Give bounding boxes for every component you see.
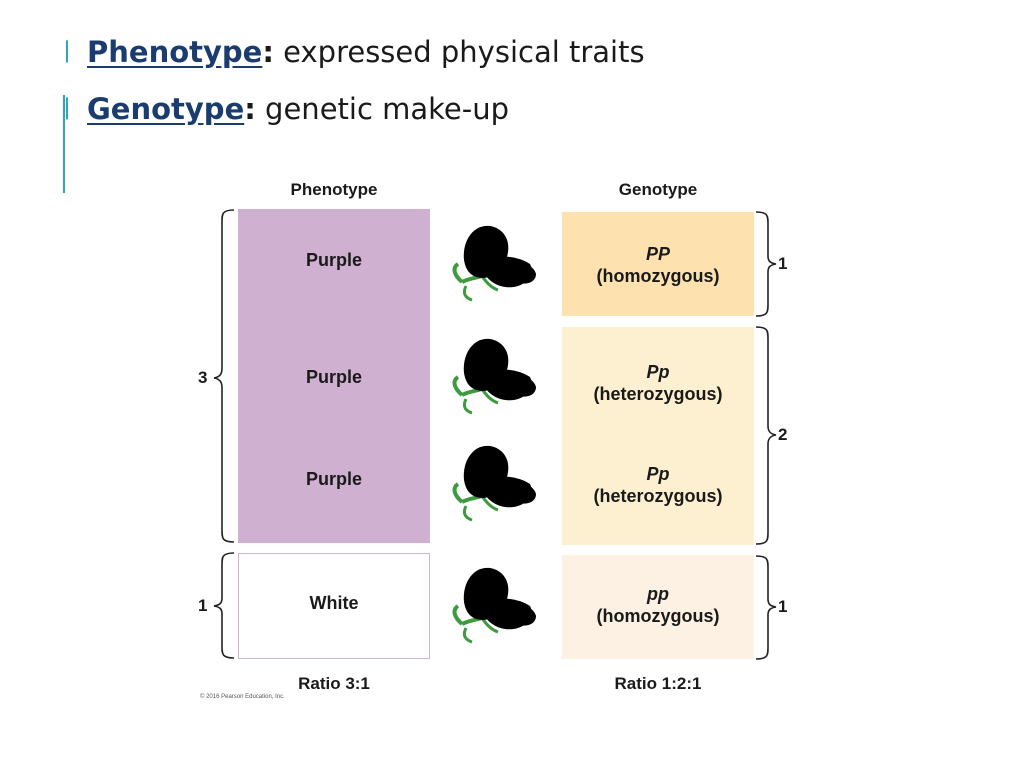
definition-genotype: genetic make-up	[255, 92, 509, 126]
genotype-label: Pp (heterozygous)	[562, 361, 754, 405]
genotype-symbol: Pp	[646, 362, 670, 382]
phenotype-purple-box	[238, 209, 430, 543]
purple-flower-icon	[452, 336, 538, 415]
copyright-notice: © 2016 Pearson Education, Inc.	[200, 694, 285, 700]
phenotype-count-label: 1	[198, 596, 208, 615]
white-flower-icon	[452, 565, 538, 644]
genotype-symbol: pp	[647, 584, 669, 604]
phenotype-label: Purple	[305, 469, 362, 489]
genotype-header: Genotype	[618, 180, 698, 199]
genotype-label: pp (homozygous)	[562, 583, 754, 627]
phenotype-white-box	[238, 553, 430, 659]
genotype-label: PP (homozygous)	[562, 243, 754, 287]
purple-flower-icon	[452, 443, 538, 522]
brace-right-2	[755, 326, 777, 545]
term-genotype: Genotype	[87, 92, 245, 126]
phenotype-label: Purple	[305, 250, 362, 270]
term-phenotype: Phenotype	[87, 35, 263, 69]
brace-right-1-top	[755, 211, 777, 317]
genotype-description: (heterozygous)	[593, 486, 723, 506]
brace-left-1	[213, 552, 235, 659]
definition-phenotype: expressed physical traits	[273, 35, 645, 69]
bullet-marker-icon: ⎸	[66, 95, 89, 120]
genotype-label: Pp (heterozygous)	[562, 463, 754, 507]
genotype-box-homozygous-dominant	[562, 212, 754, 316]
genotype-count-label: 1	[778, 597, 788, 616]
bullet-marker-icon: ⎸	[66, 38, 89, 63]
genotype-description: (homozygous)	[596, 606, 720, 626]
phenotype-count-label: 3	[198, 368, 208, 387]
genotype-symbol: PP	[645, 244, 670, 264]
phenotype-ratio: Ratio 3:1	[298, 674, 370, 693]
accent-bar	[63, 95, 65, 193]
bullet-phenotype: Phenotype: expressed physical traits	[87, 35, 645, 69]
genotype-description: (homozygous)	[596, 266, 720, 286]
bullet-genotype: Genotype: genetic make-up	[87, 92, 509, 126]
phenotype-label: White	[309, 593, 359, 613]
genotype-box-heterozygous	[562, 327, 754, 545]
genotype-box-homozygous-recessive	[562, 555, 754, 659]
purple-flower-icon	[452, 223, 538, 302]
genotype-ratio: Ratio 1:2:1	[614, 674, 702, 693]
phenotype-braces	[213, 209, 235, 659]
brace-right-1-bottom	[755, 555, 777, 660]
genotype-count-label: 1	[778, 254, 788, 273]
genotype-braces	[755, 211, 777, 660]
phenotype-label: Purple	[305, 367, 362, 387]
phenotype-header: Phenotype	[290, 180, 378, 199]
brace-left-3	[213, 209, 235, 543]
genotype-symbol: Pp	[646, 464, 670, 484]
genotype-count-label: 2	[778, 425, 788, 444]
genotype-description: (heterozygous)	[593, 384, 723, 404]
